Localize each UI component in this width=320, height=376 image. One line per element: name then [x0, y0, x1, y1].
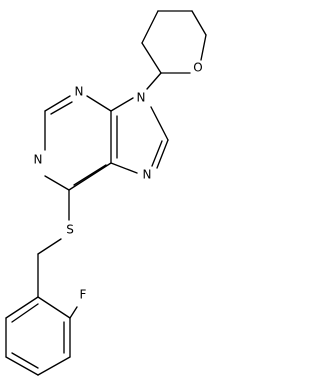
bond-c2-f: [69, 306, 78, 319]
thp-bond-c6-c1: [141, 10, 159, 44]
bond-thp-n9: [146, 72, 162, 90]
atom-label-o: O: [193, 61, 202, 75]
imid-bond-c8-n7: [156, 139, 169, 169]
imidazole-ring: [110, 97, 169, 174]
thp-bond-c2-c3: [191, 10, 207, 36]
ar-bond-c3-c4: [37, 356, 71, 376]
pyr-bond-n3-c2: [44, 95, 71, 112]
tetrahydropyran-ring: [141, 10, 207, 74]
molecule-diagram: O N N N N S F: [5, 10, 207, 376]
pyrimidine-ring: [44, 95, 118, 191]
imid-bond-c8-n7-double: [151, 140, 163, 167]
ar-bond-c4-c5: [5, 356, 39, 376]
thp-bond-c5-c6: [141, 42, 162, 74]
thp-bond-c3-o: [200, 34, 207, 61]
pyr-bond-c6-c5-double: [73, 164, 107, 186]
atom-label-n1: N: [34, 153, 43, 167]
pyr-bond-c6-c5: [68, 162, 112, 191]
atom-label-s: S: [66, 223, 74, 237]
imid-bond-n9-c8: [150, 106, 169, 141]
atom-label-n7: N: [143, 168, 152, 182]
imid-bond-n7-c5: [110, 162, 138, 174]
atom-label-n3: N: [75, 85, 84, 99]
bond-s-ch2: [37, 238, 62, 255]
pyr-bond-n3-c2-double: [50, 101, 73, 115]
fluorophenyl-ring: [5, 296, 78, 376]
ar-bond-c1-c2: [37, 296, 71, 319]
atom-label-n9: N: [137, 91, 146, 105]
ar-bond-c6-c1: [5, 296, 39, 319]
atom-labels: O N N N N S F: [34, 61, 203, 302]
pyr-bond-c4-n3: [86, 95, 112, 112]
ar-bond-c4-c5-double: [11, 352, 39, 369]
imid-bond-n9-c4: [110, 97, 134, 112]
pyr-bond-n1-c6: [44, 175, 70, 191]
atom-label-f: F: [80, 288, 87, 302]
chemical-structure-canvas: O N N N N S F: [5, 10, 207, 376]
ar-bond-c6-c1-double: [11, 303, 39, 323]
